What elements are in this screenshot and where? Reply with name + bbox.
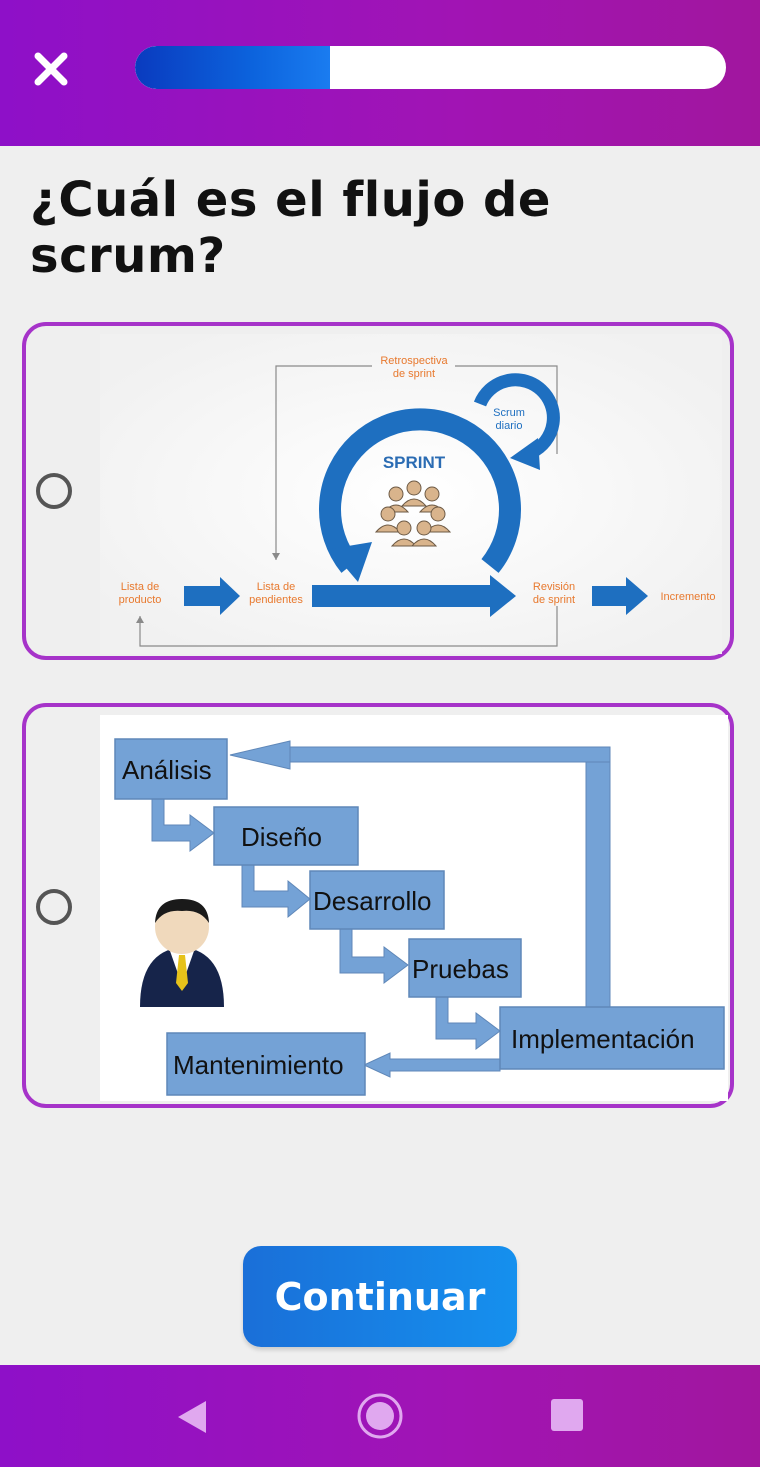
progress-bar [135,46,726,89]
step-label-testing: Pruebas [412,954,509,984]
step-label-design: Diseño [241,822,322,852]
recent-square-icon[interactable] [550,1398,584,1432]
step-label-deployment: Implementación [511,1024,695,1054]
step-label-analysis: Análisis [122,755,212,785]
daily-label-2: diario [496,420,523,432]
businessman-icon [140,899,224,1007]
progress-fill [135,46,331,89]
radio-button[interactable] [36,473,72,509]
sprint-backlog-label-2: pendientes [249,594,303,606]
answer-option-2[interactable]: Análisis Diseño Desarrollo Pruebas Imple… [22,703,734,1108]
review-label-1: Revisión [533,581,575,593]
scrum-diagram-image: Retrospectiva de sprint Scrum diario SPR… [100,334,722,654]
step-label-maintenance: Mantenimiento [173,1050,344,1080]
continue-button[interactable]: Continuar [243,1246,517,1347]
waterfall-diagram-image: Análisis Diseño Desarrollo Pruebas Imple… [100,715,728,1101]
close-icon[interactable] [30,48,72,90]
sprint-label: SPRINT [383,453,446,472]
product-backlog-label-2: producto [119,594,162,606]
retrospective-label-2: de sprint [393,368,435,380]
increment-label: Incremento [660,591,715,603]
retrospective-label-1: Retrospectiva [380,355,448,367]
daily-label-1: Scrum [493,407,525,419]
answer-option-1[interactable]: Retrospectiva de sprint Scrum diario SPR… [22,322,734,660]
step-label-development: Desarrollo [313,886,432,916]
team-icon [374,480,452,547]
sprint-backlog-label-1: Lista de [257,581,296,593]
back-triangle-icon[interactable] [172,1397,212,1437]
home-circle-icon[interactable] [355,1391,405,1441]
system-nav-bar [0,1365,760,1467]
top-bar [0,0,760,146]
review-label-2: de sprint [533,594,575,606]
product-backlog-label-1: Lista de [121,581,160,593]
radio-button[interactable] [36,889,72,925]
question-title: ¿Cuál es el flujo de scrum? [30,172,551,284]
